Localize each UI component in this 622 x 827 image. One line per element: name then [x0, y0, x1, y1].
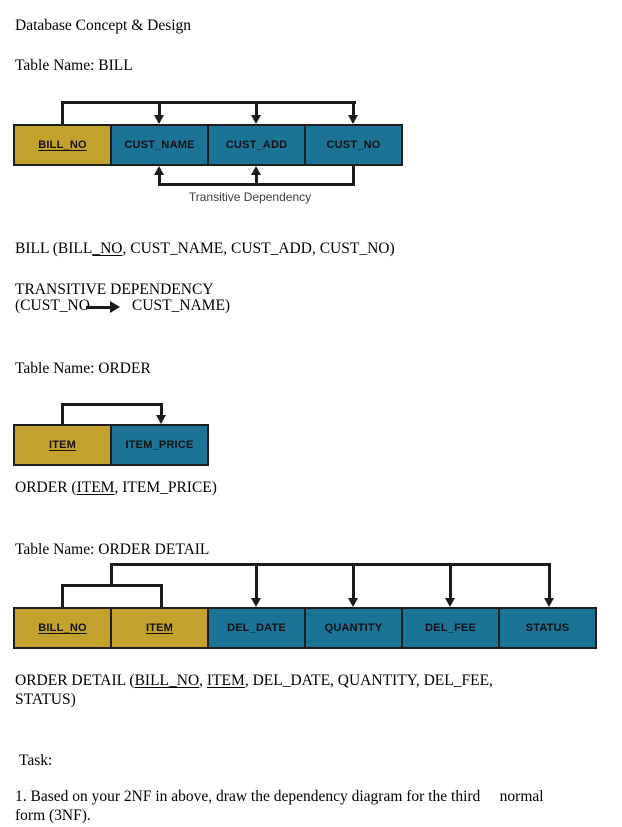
table-cell-item-price: ITEM_PRICE — [110, 426, 207, 464]
task-item-line2: form (3NF). — [15, 807, 91, 824]
order-detail-schema-line1: ORDER DETAIL (BILL_NO, ITEM, DEL_DATE, Q… — [15, 671, 493, 690]
transitive-lhs: (CUST_NO — [15, 297, 90, 314]
arrow-down-icon — [251, 598, 261, 607]
order-detail-section-label: Table Name: ORDER DETAIL — [15, 541, 210, 558]
line — [158, 101, 161, 116]
line — [61, 403, 163, 406]
line — [61, 403, 64, 424]
line — [158, 174, 161, 186]
table-cell-status: STATUS — [498, 609, 595, 647]
table-cell-item: ITEM — [15, 426, 110, 464]
transitive-heading: TRANSITIVE DEPENDENCY — [15, 281, 214, 298]
line — [255, 563, 258, 599]
arrow-up-icon — [154, 166, 164, 175]
table-cell-cust-add: CUST_ADD — [207, 126, 304, 164]
schema-text: , CUST_NAME, CUST_ADD, CUST_NO) — [122, 240, 395, 257]
cell-label: DEL_DATE — [227, 622, 286, 634]
table-cell-del-fee: DEL_FEE — [401, 609, 498, 647]
cell-label: ITEM — [145, 622, 174, 634]
bill-dependency-diagram: BILL_NO CUST_NAME CUST_ADD CUST_NO Trans… — [13, 95, 443, 213]
line — [352, 563, 355, 599]
order-detail-schema-line2: STATUS) — [15, 691, 76, 708]
cell-label: BILL_NO — [38, 622, 87, 634]
line — [160, 403, 163, 416]
arrow-down-icon — [156, 415, 166, 424]
transitive-dependency-caption: Transitive Dependency — [188, 190, 312, 204]
line — [352, 166, 355, 186]
cell-label: CUST_NO — [326, 139, 381, 151]
line — [352, 101, 355, 116]
table-cell-bill-no: BILL_NO — [15, 126, 110, 164]
bill-schema: BILL (BILL_NO, CUST_NAME, CUST_ADD, CUST… — [15, 239, 395, 258]
arrow-down-icon — [348, 115, 358, 124]
schema-text: ORDER DETAIL ( — [15, 672, 135, 689]
arrow-down-icon — [544, 598, 554, 607]
arrow-down-icon — [348, 598, 358, 607]
schema-text: BILL (BILL — [15, 240, 93, 257]
task-heading: Task: — [19, 752, 53, 769]
cell-label: DEL_FEE — [425, 622, 476, 634]
line — [449, 563, 452, 599]
arrow-down-icon — [251, 115, 261, 124]
table-cell-bill-no: BILL_NO — [15, 609, 110, 647]
line — [158, 183, 355, 186]
line — [61, 101, 64, 124]
line — [61, 584, 163, 587]
page-title: Database Concept & Design — [15, 17, 192, 34]
table-cell-item: ITEM — [110, 609, 207, 647]
order-detail-table: BILL_NO ITEM DEL_DATE QUANTITY DEL_FEE S… — [13, 607, 597, 649]
cell-label: ITEM_PRICE — [125, 439, 194, 451]
order-schema: ORDER (ITEM, ITEM_PRICE) — [15, 478, 217, 497]
bill-table: BILL_NO CUST_NAME CUST_ADD CUST_NO — [13, 124, 403, 166]
schema-text: , — [199, 672, 207, 689]
table-cell-cust-name: CUST_NAME — [110, 126, 207, 164]
schema-key: ITEM — [206, 672, 245, 689]
schema-key: _NO — [92, 240, 123, 257]
arrow-up-icon — [251, 166, 261, 175]
line — [61, 584, 64, 607]
schema-text: ORDER ( — [15, 479, 77, 496]
task-item-line1: 1. Based on your 2NF in above, draw the … — [15, 788, 544, 805]
cell-label: CUST_ADD — [225, 139, 288, 151]
table-cell-del-date: DEL_DATE — [207, 609, 304, 647]
line — [110, 563, 113, 587]
order-table: ITEM ITEM_PRICE — [13, 424, 209, 466]
schema-text: , ITEM_PRICE) — [114, 479, 217, 496]
cell-label: ITEM — [48, 439, 77, 451]
bill-section-label: Table Name: BILL — [15, 57, 133, 74]
line — [160, 584, 163, 607]
line — [255, 101, 258, 116]
cell-label: CUST_NAME — [124, 139, 195, 151]
table-cell-quantity: QUANTITY — [304, 609, 401, 647]
order-detail-dependency-diagram: BILL_NO ITEM DEL_DATE QUANTITY DEL_FEE S… — [13, 556, 613, 652]
right-arrow-icon — [85, 301, 120, 313]
line — [548, 563, 551, 599]
table-cell-cust-no: CUST_NO — [304, 126, 401, 164]
order-dependency-diagram: ITEM ITEM_PRICE — [13, 395, 273, 471]
schema-key: ITEM — [76, 479, 115, 496]
line — [110, 563, 551, 566]
arrow-down-icon — [154, 115, 164, 124]
order-section-label: Table Name: ORDER — [15, 360, 151, 377]
line — [255, 174, 258, 186]
cell-label: QUANTITY — [324, 622, 383, 634]
cell-label: STATUS — [525, 622, 570, 634]
transitive-rhs: CUST_NAME) — [131, 297, 231, 314]
schema-text: , DEL_DATE, QUANTITY, DEL_FEE, — [244, 672, 493, 689]
transitive-expression: (CUST_NO CUST_NAME) — [15, 297, 230, 315]
cell-label: BILL_NO — [38, 139, 87, 151]
arrow-down-icon — [445, 598, 455, 607]
schema-key: BILL_NO — [134, 672, 200, 689]
line — [61, 101, 356, 104]
